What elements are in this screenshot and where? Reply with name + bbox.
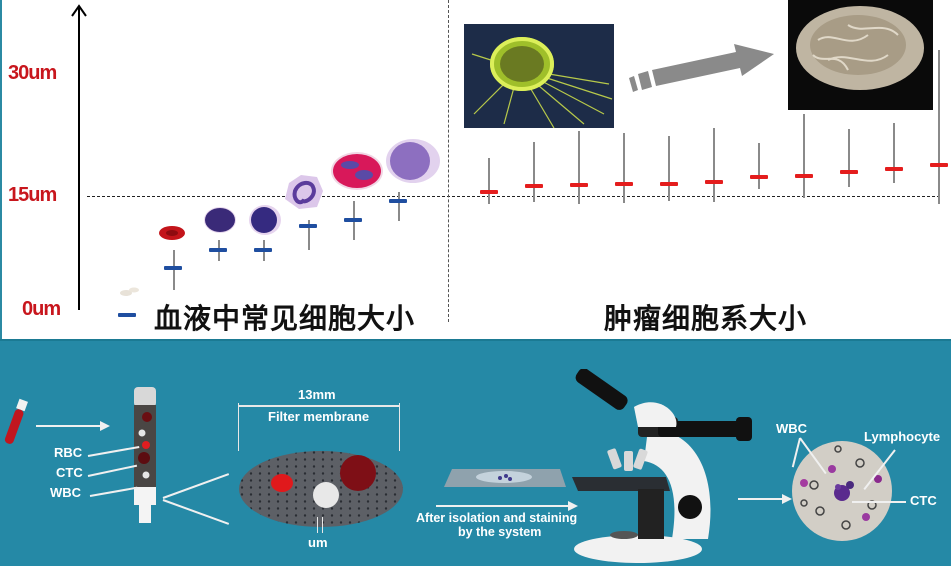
arrowhead-icon: [782, 494, 792, 504]
slide-caption-line1: After isolation and staining: [416, 511, 578, 525]
microscope-icon: [572, 369, 752, 563]
pore-dimension-right: [322, 517, 323, 533]
blood-tube-icon: [4, 398, 28, 444]
rbc-size-marker: [164, 266, 182, 270]
lymphocyte-icon: [249, 205, 281, 235]
legend-marker-blue: [118, 313, 136, 317]
small-lymphocyte-icon: [204, 207, 236, 233]
filter-membrane-label: Filter membrane: [268, 409, 370, 424]
tumor-line-8-range-bar: [803, 114, 805, 198]
wbc-pointer-line: [89, 486, 138, 497]
eosinophil-size-marker: [344, 218, 362, 222]
y-axis-arrow-icon: [71, 4, 87, 17]
ctc-pointer: [852, 501, 906, 503]
tumor-line-9-range-bar: [848, 129, 850, 187]
monocyte-icon: [386, 139, 440, 183]
tumor-line-10-range-bar: [893, 123, 895, 183]
y-tick-15um: 15um: [8, 184, 57, 206]
wbc-label: WBC: [50, 485, 82, 500]
pore-size-label: um: [308, 535, 328, 550]
tumor-line-11-size-marker: [930, 163, 948, 167]
platelet-icon: [120, 287, 139, 296]
tumor-line-5-range-bar: [668, 136, 670, 201]
tumor-line-2-size-marker: [525, 184, 543, 188]
tumor-cells-title: 肿瘤细胞系大小: [604, 303, 808, 334]
tumor-cell-sem-image: [788, 0, 933, 110]
ctc-pointer-line: [87, 464, 138, 477]
monocyte-size-marker: [389, 199, 407, 203]
tumor-line-9-size-marker: [840, 170, 858, 174]
zoom-line-lower: [162, 499, 230, 525]
tumor-line-7-size-marker: [750, 175, 768, 179]
eosinophil-icon: [331, 152, 383, 190]
tumor-line-10-size-marker: [885, 167, 903, 171]
neutrophil-icon: [285, 175, 323, 209]
tumor-line-8-size-marker: [795, 174, 813, 178]
filter-membrane-icon: [239, 451, 403, 527]
arrowhead-icon: [568, 501, 578, 511]
arrow-to-column: [36, 425, 102, 427]
tumor-line-6-range-bar: [713, 128, 715, 202]
small-lymphocyte-size-marker: [209, 248, 227, 252]
blood-cells-title: 血液中常见细胞大小: [154, 303, 416, 334]
cell-size-chart-panel: 30um 15um 0um 血液中常见细胞大小: [0, 0, 948, 339]
result-lymphocyte-label: Lymphocyte: [864, 429, 941, 444]
stained-slide-icon: [444, 469, 566, 487]
slide-caption-line2: by the system: [458, 525, 542, 539]
tumor-line-4-range-bar: [623, 133, 625, 203]
rbc-label: RBC: [54, 445, 83, 460]
tumor-line-2-range-bar: [533, 142, 535, 202]
width-dimension-line: [238, 405, 400, 407]
ctc-workflow-panel: RBC CTC WBC 13mm Filter membrane um Afte…: [0, 339, 951, 566]
arrow-to-result: [738, 498, 784, 500]
tumor-line-4-size-marker: [615, 182, 633, 186]
dimension-tick-right: [399, 403, 400, 451]
tumor-line-1-range-bar: [488, 158, 490, 204]
tumor-line-6-size-marker: [705, 180, 723, 184]
tumor-line-1-size-marker: [480, 190, 498, 194]
tumor-cell-fluorescent-image: [464, 24, 614, 128]
y-tick-30um: 30um: [8, 62, 57, 84]
y-tick-0um: 0um: [22, 298, 61, 320]
tumor-line-3-range-bar: [578, 131, 580, 204]
result-wbc-label: WBC: [776, 421, 808, 436]
pore-dimension-left: [317, 517, 318, 533]
red-blood-cell-icon: [159, 226, 185, 240]
filter-column-icon: [134, 387, 156, 523]
dimension-tick-left: [238, 403, 239, 451]
section-divider: [448, 0, 449, 322]
neutrophil-range-bar: [308, 220, 310, 250]
filter-width-label: 13mm: [298, 387, 336, 402]
ctc-label: CTC: [56, 465, 83, 480]
rbc-range-bar: [173, 250, 175, 290]
tumor-line-11-range-bar: [938, 50, 940, 204]
stained-result-image: [792, 441, 892, 541]
arrowhead-icon: [100, 421, 110, 431]
tumor-line-7-range-bar: [758, 143, 760, 189]
reference-line-15um: [87, 196, 940, 197]
zoom-line-upper: [162, 473, 230, 499]
tumor-line-3-size-marker: [570, 183, 588, 187]
result-ctc-label: CTC: [910, 493, 937, 508]
y-axis: [78, 8, 80, 310]
gray-arrow-right-icon: [629, 44, 774, 92]
arrow-to-microscope: [436, 505, 570, 507]
neutrophil-size-marker: [299, 224, 317, 228]
monocyte-range-bar: [398, 192, 400, 221]
lymphocyte-size-marker: [254, 248, 272, 252]
tumor-line-5-size-marker: [660, 182, 678, 186]
